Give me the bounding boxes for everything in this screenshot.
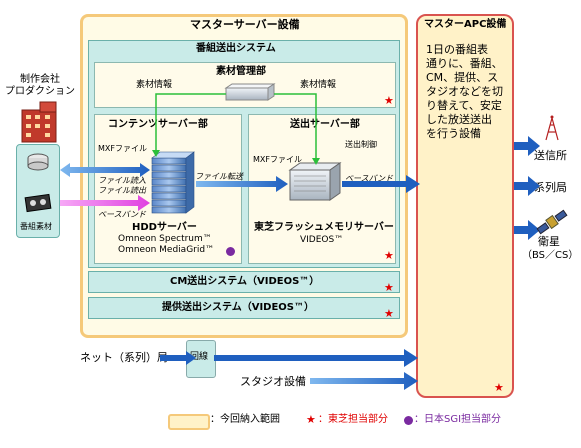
- studio-arrow: [310, 372, 418, 390]
- contents-mxf-label: MXFファイル: [98, 144, 147, 153]
- master-apc-title: マスターAPC設備: [424, 19, 507, 30]
- contents-baseband-label: ベースバンド: [98, 210, 146, 219]
- toshiba-star-apc: ★: [494, 381, 504, 394]
- transmitter-tower-top: [550, 115, 554, 119]
- network-station-label: ネット（系列）局: [80, 351, 168, 364]
- sgi-dot-contents: [226, 247, 235, 256]
- material-info-right: 素材情報: [300, 80, 337, 90]
- file-transfer-label: ファイル転送: [195, 172, 243, 181]
- legend-star-icon: ★: [306, 413, 316, 426]
- hdd-server-label: HDDサーバー: [132, 222, 197, 233]
- toshiba-star-playout: ★: [384, 249, 394, 262]
- file-io-label-1: ファイル読入: [98, 176, 146, 185]
- legend-sgi-label: ：日本SGI担当部分: [414, 414, 502, 425]
- offer-system-box: [88, 297, 400, 319]
- master-apc-line-2: CM、提供、ス: [426, 71, 499, 84]
- legend-scope-swatch: [168, 414, 210, 430]
- building-icon: [21, 101, 57, 143]
- legend-scope-label: ：今回納入範囲: [210, 414, 280, 425]
- omneon-spectrum-label: Omneon Spectrum™: [118, 234, 212, 244]
- master-server-title: マスターサーバー設備: [190, 18, 300, 31]
- contents-server-title: コンテンツサーバー部: [108, 119, 208, 130]
- playout-baseband-label: ベースバンド: [345, 174, 393, 183]
- toshiba-star-material: ★: [384, 94, 394, 107]
- toshiba-star-offer: ★: [384, 307, 394, 320]
- satellite-label: 衛星: [538, 235, 560, 248]
- production-line2: プロダクション: [5, 85, 75, 97]
- playout-server-title: 送出サーバー部: [290, 119, 360, 130]
- master-apc-line-3: タジオなどを切: [426, 85, 503, 98]
- affiliate-label: 系列局: [534, 181, 567, 194]
- cm-system-box: [88, 271, 400, 293]
- videos-label: VIDEOS™: [300, 235, 344, 245]
- offer-system-title: 提供送出システム（VIDEOS™）: [162, 302, 314, 313]
- program-material-label: 番組素材: [20, 222, 52, 231]
- omneon-mediagrid-label: Omneon MediaGrid™: [118, 245, 215, 255]
- production-line1: 制作会社: [20, 74, 60, 85]
- studio-label: スタジオ設備: [240, 375, 306, 388]
- toshiba-flash-server-label: 東芝フラッシュメモリサーバー: [254, 222, 394, 233]
- master-apc-box: [416, 14, 514, 398]
- program-system-title: 番組送出システム: [196, 43, 276, 54]
- master-apc-line-4: り替えて、安定: [426, 99, 502, 112]
- master-apc-line-5: した放送送出: [426, 113, 492, 126]
- master-apc-line-0: 1日の番組表: [426, 43, 488, 56]
- material-info-left: 素材情報: [136, 80, 173, 90]
- line-label: 回線: [190, 352, 209, 362]
- master-apc-line-6: を行う設備: [426, 127, 481, 140]
- transmitter-tower-icon: [545, 117, 559, 141]
- transmitter-label: 送信所: [534, 149, 567, 162]
- toshiba-star-cm: ★: [384, 281, 394, 294]
- legend-sgi-dot: [404, 416, 413, 425]
- legend-toshiba-label: ：東芝担当部分: [318, 414, 388, 425]
- production-company-label: 制作会社 プロダクション: [4, 74, 76, 97]
- playout-control-label: 送出制御: [345, 140, 377, 149]
- playout-mxf-label: MXFファイル: [253, 155, 302, 164]
- cm-system-title: CM送出システム（VIDEOS™）: [170, 276, 320, 287]
- satellite-icon: [536, 209, 568, 235]
- file-io-label-2: ファイル読出: [98, 186, 146, 195]
- material-manager-title: 素材管理部: [216, 66, 266, 77]
- master-apc-line-1: 通りに、番組、: [426, 57, 503, 70]
- satellite-sub-label: （BS／CS）: [522, 250, 579, 261]
